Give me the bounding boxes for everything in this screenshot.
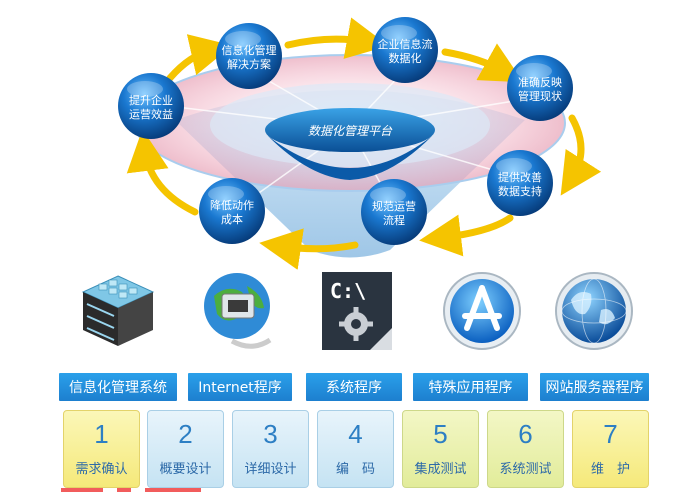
orb-label: 解决方案 [227, 57, 271, 71]
step-card: 6 系统测试 [487, 410, 564, 488]
orb-label: 规范运营 [372, 199, 416, 213]
step-label: 维 护 [590, 462, 630, 477]
step-number: 1 [94, 419, 109, 449]
step-number: 7 [603, 419, 618, 449]
category-web-server: 网站服务器程序 [540, 373, 649, 401]
step-card: 4 编 码 [317, 410, 394, 488]
orb-label: 数据化 [389, 51, 422, 65]
orb-highlight [127, 81, 163, 97]
step-label: 详细设计 [244, 462, 297, 477]
step-card: 1 需求确认 [63, 410, 140, 488]
step-card: 3 详细设计 [232, 410, 309, 488]
world-globe-icon [549, 266, 639, 356]
orb-label: 数据支持 [498, 184, 542, 198]
step-label: 概要设计 [159, 462, 212, 477]
orb-label: 运营效益 [129, 107, 173, 121]
orb-circle [216, 23, 282, 89]
platform-cone [268, 136, 432, 180]
orb-circle [372, 17, 438, 83]
orb-label: 企业信息流 [378, 37, 433, 51]
orb-label: 提供改善 [498, 170, 542, 184]
orb-circle [487, 150, 553, 216]
orb-label: 管理现状 [518, 89, 562, 103]
step-card: 7 维 护 [572, 410, 649, 488]
cycle-diagram: 数据化管理平台 信息化管理解决方案企业信息流数据化准确反映管理现状提供改善数据支… [118, 17, 602, 270]
orb-label: 成本 [221, 212, 243, 226]
app-store-icon [437, 266, 527, 356]
step-number: 4 [348, 419, 363, 449]
orb-label: 降低动作 [210, 198, 254, 212]
server-icon [73, 266, 163, 356]
step-label: 需求确认 [75, 462, 128, 477]
orb-highlight [516, 63, 552, 79]
category-system-program: 系统程序 [306, 373, 402, 401]
platform-label: 数据化管理平台 [308, 124, 393, 138]
orb-circle [118, 73, 184, 139]
bottom-left-mark [61, 488, 201, 492]
category-info-management: 信息化管理系统 [59, 373, 177, 401]
step-number: 2 [178, 419, 193, 449]
cycle-orbs: 信息化管理解决方案企业信息流数据化准确反映管理现状提供改善数据支持规范运营流程降… [118, 17, 573, 245]
orb-label: 信息化管理 [222, 43, 277, 57]
orb-highlight [225, 31, 261, 47]
step-number: 3 [263, 419, 278, 449]
step-label: 编 码 [335, 462, 375, 477]
step-label: 系统测试 [499, 462, 552, 477]
orb-highlight [370, 187, 406, 203]
platform-top [265, 108, 435, 152]
orb-label: 准确反映 [518, 76, 562, 89]
category-special-application: 特殊应用程序 [413, 373, 528, 401]
step-label: 集成测试 [414, 462, 467, 477]
category-internet-program: Internet程序 [188, 373, 292, 401]
orb-circle [361, 179, 427, 245]
step-number: 5 [433, 419, 448, 449]
command-prompt-icon: C:\ [316, 266, 406, 356]
orb-label: 提升企业 [129, 93, 173, 107]
orb-highlight [208, 186, 244, 202]
command-prompt-text: C:\ [330, 279, 366, 303]
orb-highlight [381, 25, 417, 41]
network-globe-icon [192, 266, 282, 356]
cycle-arrows [126, 17, 602, 270]
orb-circle [507, 55, 573, 121]
step-card: 5 集成测试 [402, 410, 479, 488]
orb-label: 流程 [383, 213, 405, 227]
orb-highlight [496, 158, 532, 174]
orb-circle [199, 178, 265, 244]
step-card: 2 概要设计 [147, 410, 224, 488]
step-number: 6 [518, 419, 533, 449]
